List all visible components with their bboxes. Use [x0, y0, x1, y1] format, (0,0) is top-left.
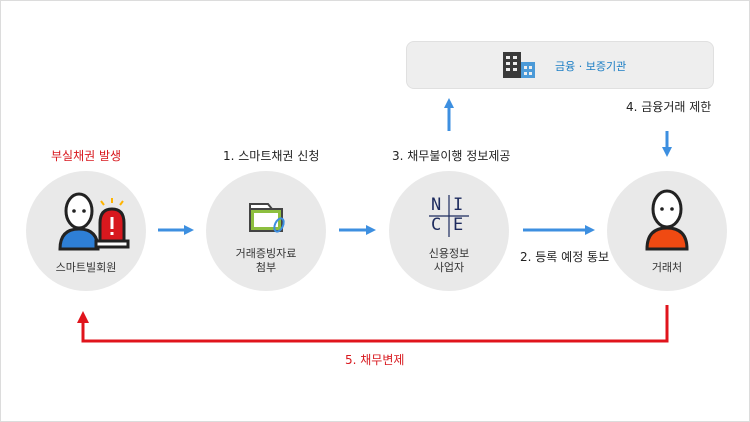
step4-label: 4. 금융거래 제한	[626, 100, 712, 114]
node-member-label: 스마트빌회원	[55, 261, 117, 274]
step-bad-debt-label: 부실채권 발생	[51, 149, 122, 163]
node-attach: 거래증빙자료 첨부	[206, 171, 326, 291]
building-icon	[503, 52, 535, 78]
person-alert-icon	[58, 192, 130, 251]
nice-logo-letter: N	[431, 195, 442, 215]
node-partner: 거래처	[607, 171, 727, 291]
nice-logo: N I C E	[429, 195, 469, 237]
nice-logo-letter: I	[453, 195, 464, 215]
person-icon	[645, 189, 689, 251]
step1-label: 1. 스마트채권 신청	[223, 149, 320, 163]
node-attach-label-line2: 첨부	[255, 261, 277, 274]
document-attach-icon	[249, 203, 285, 233]
institution-label: 금융 · 보증기관	[555, 60, 627, 73]
step5-label: 5. 채무변제	[345, 353, 405, 367]
arrow-repayment-return	[77, 305, 669, 343]
step3-label: 3. 채무불이행 정보제공	[392, 149, 511, 163]
nice-logo-letter: E	[453, 215, 464, 235]
node-nice-label-line1: 신용정보	[428, 247, 470, 260]
node-attach-label-line1: 거래증빙자료	[235, 247, 297, 260]
node-partner-label: 거래처	[651, 261, 683, 274]
nice-logo-cross	[429, 195, 469, 237]
node-member: 스마트빌회원	[26, 171, 146, 291]
step2-label: 2. 등록 예정 통보	[520, 250, 610, 264]
node-nice: N I C E 신용정보 사업자	[389, 171, 509, 291]
node-nice-label-line2: 사업자	[433, 261, 465, 274]
nice-logo-letter: C	[431, 215, 442, 235]
institution-box: 금융 · 보증기관	[406, 41, 714, 89]
